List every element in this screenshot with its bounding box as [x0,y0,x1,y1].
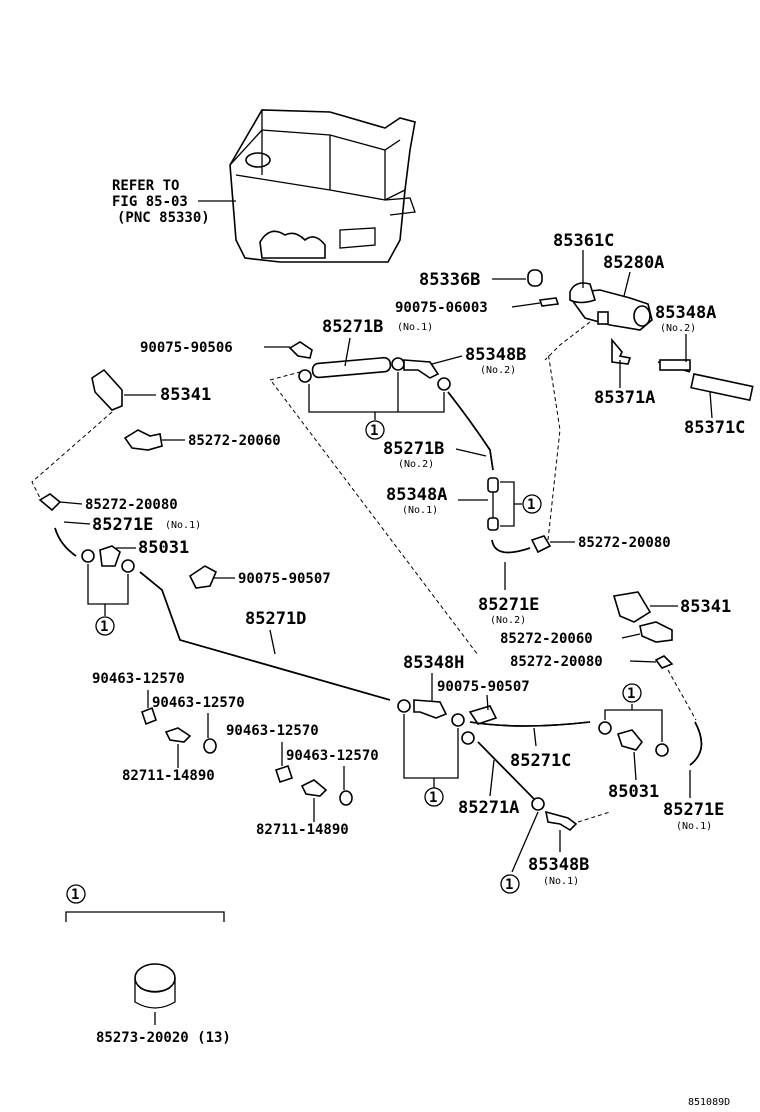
label-90075-06003: 90075-06003 [395,300,488,316]
label-85271b-top: 85271B [322,317,383,337]
callout-circle-1d [424,787,444,807]
refer-note-line3: (PNC 85330) [117,210,210,226]
note-85271b-mid: (No.2) [398,459,434,470]
label-90463-b: 90463-12570 [152,695,245,711]
callout-circle-1f [622,683,642,703]
label-85272-20080-right: 85272-20080 [510,654,603,670]
refer-note-line2: FIG 85-03 [112,194,188,210]
label-85348h: 85348H [403,653,464,673]
right-nozzle [612,591,703,766]
legend-marker-1: 1 [65,884,225,922]
label-90075-90507-lower: 90075-90507 [437,679,530,695]
label-85271c: 85271C [510,751,571,771]
svg-text:1: 1 [627,686,635,702]
label-85271b-mid: 85271B [383,439,444,459]
svg-text:1: 1 [505,877,513,893]
label-85271e-mid: 85271E [478,595,539,615]
upper-hoses [288,341,494,471]
svg-text:1: 1 [100,619,108,635]
label-85273: 85273-20020 (13) [96,1030,231,1046]
label-90463-a: 90463-12570 [92,671,185,687]
svg-text:1: 1 [527,497,535,513]
note-85348b-top: (No.2) [480,365,516,376]
label-85272-20060-right: 85272-20060 [500,631,593,647]
middle-branch [487,477,552,554]
svg-text:1: 1 [71,887,79,903]
label-85272-20080-left: 85272-20080 [85,497,178,513]
clips-and-clamps [141,706,353,806]
callout-circle-1e [500,874,520,894]
hose-clamp-85273 [134,963,176,1009]
refer-note-line1: REFER TO [112,178,179,194]
washer-tank [229,109,416,263]
label-90075-90506: 90075-90506 [140,340,233,356]
label-85031-right: 85031 [608,782,659,802]
label-85271d: 85271D [245,609,306,629]
note-85271e-right: (No.1) [676,821,712,832]
label-85361c: 85361C [553,231,614,251]
label-85280a: 85280A [603,253,664,273]
note-85348b-low: (No.1) [543,876,579,887]
label-85348a-top: 85348A [655,303,716,323]
label-85371a: 85371A [594,388,655,408]
callout-circle-1a [365,420,385,440]
label-85348a-mid: 85348A [386,485,447,505]
label-90463-d: 90463-12570 [286,748,379,764]
label-85336b: 85336B [419,270,480,290]
label-90075-90507-upper: 90075-90507 [238,571,331,587]
note-85271b-top: (No.1) [397,322,433,333]
label-85348b-low: 85348B [528,855,589,875]
label-85348b-top: 85348B [465,345,526,365]
hose-85271d [139,565,391,701]
note-85348a-top: (No.2) [660,323,696,334]
label-85271e-right: 85271E [663,800,724,820]
callout-circle-1b [95,616,115,636]
label-90463-c: 90463-12570 [226,723,319,739]
label-85272-20060-left: 85272-20060 [188,433,281,449]
label-85271a: 85271A [458,798,519,818]
note-85348a-mid: (No.1) [402,505,438,516]
lower-assembly [397,699,669,832]
label-85272-20080-mid: 85272-20080 [578,535,671,551]
pump-assembly [527,269,754,402]
left-nozzle [38,368,163,573]
callout-circle-1c [522,494,542,514]
label-85031-left: 85031 [138,538,189,558]
label-85341-right: 85341 [680,597,731,617]
note-85271e-left: (No.1) [165,520,201,531]
svg-text:1: 1 [370,423,378,439]
label-85371c: 85371C [684,418,745,438]
label-85341-left: 85341 [160,385,211,405]
label-82711-a: 82711-14890 [122,768,215,784]
label-82711-b: 82711-14890 [256,822,349,838]
svg-text:1: 1 [429,790,437,806]
label-85271e-left: 85271E [92,515,153,535]
figure-code: 851089D [688,1097,730,1108]
note-85271e-mid: (No.2) [490,615,526,626]
